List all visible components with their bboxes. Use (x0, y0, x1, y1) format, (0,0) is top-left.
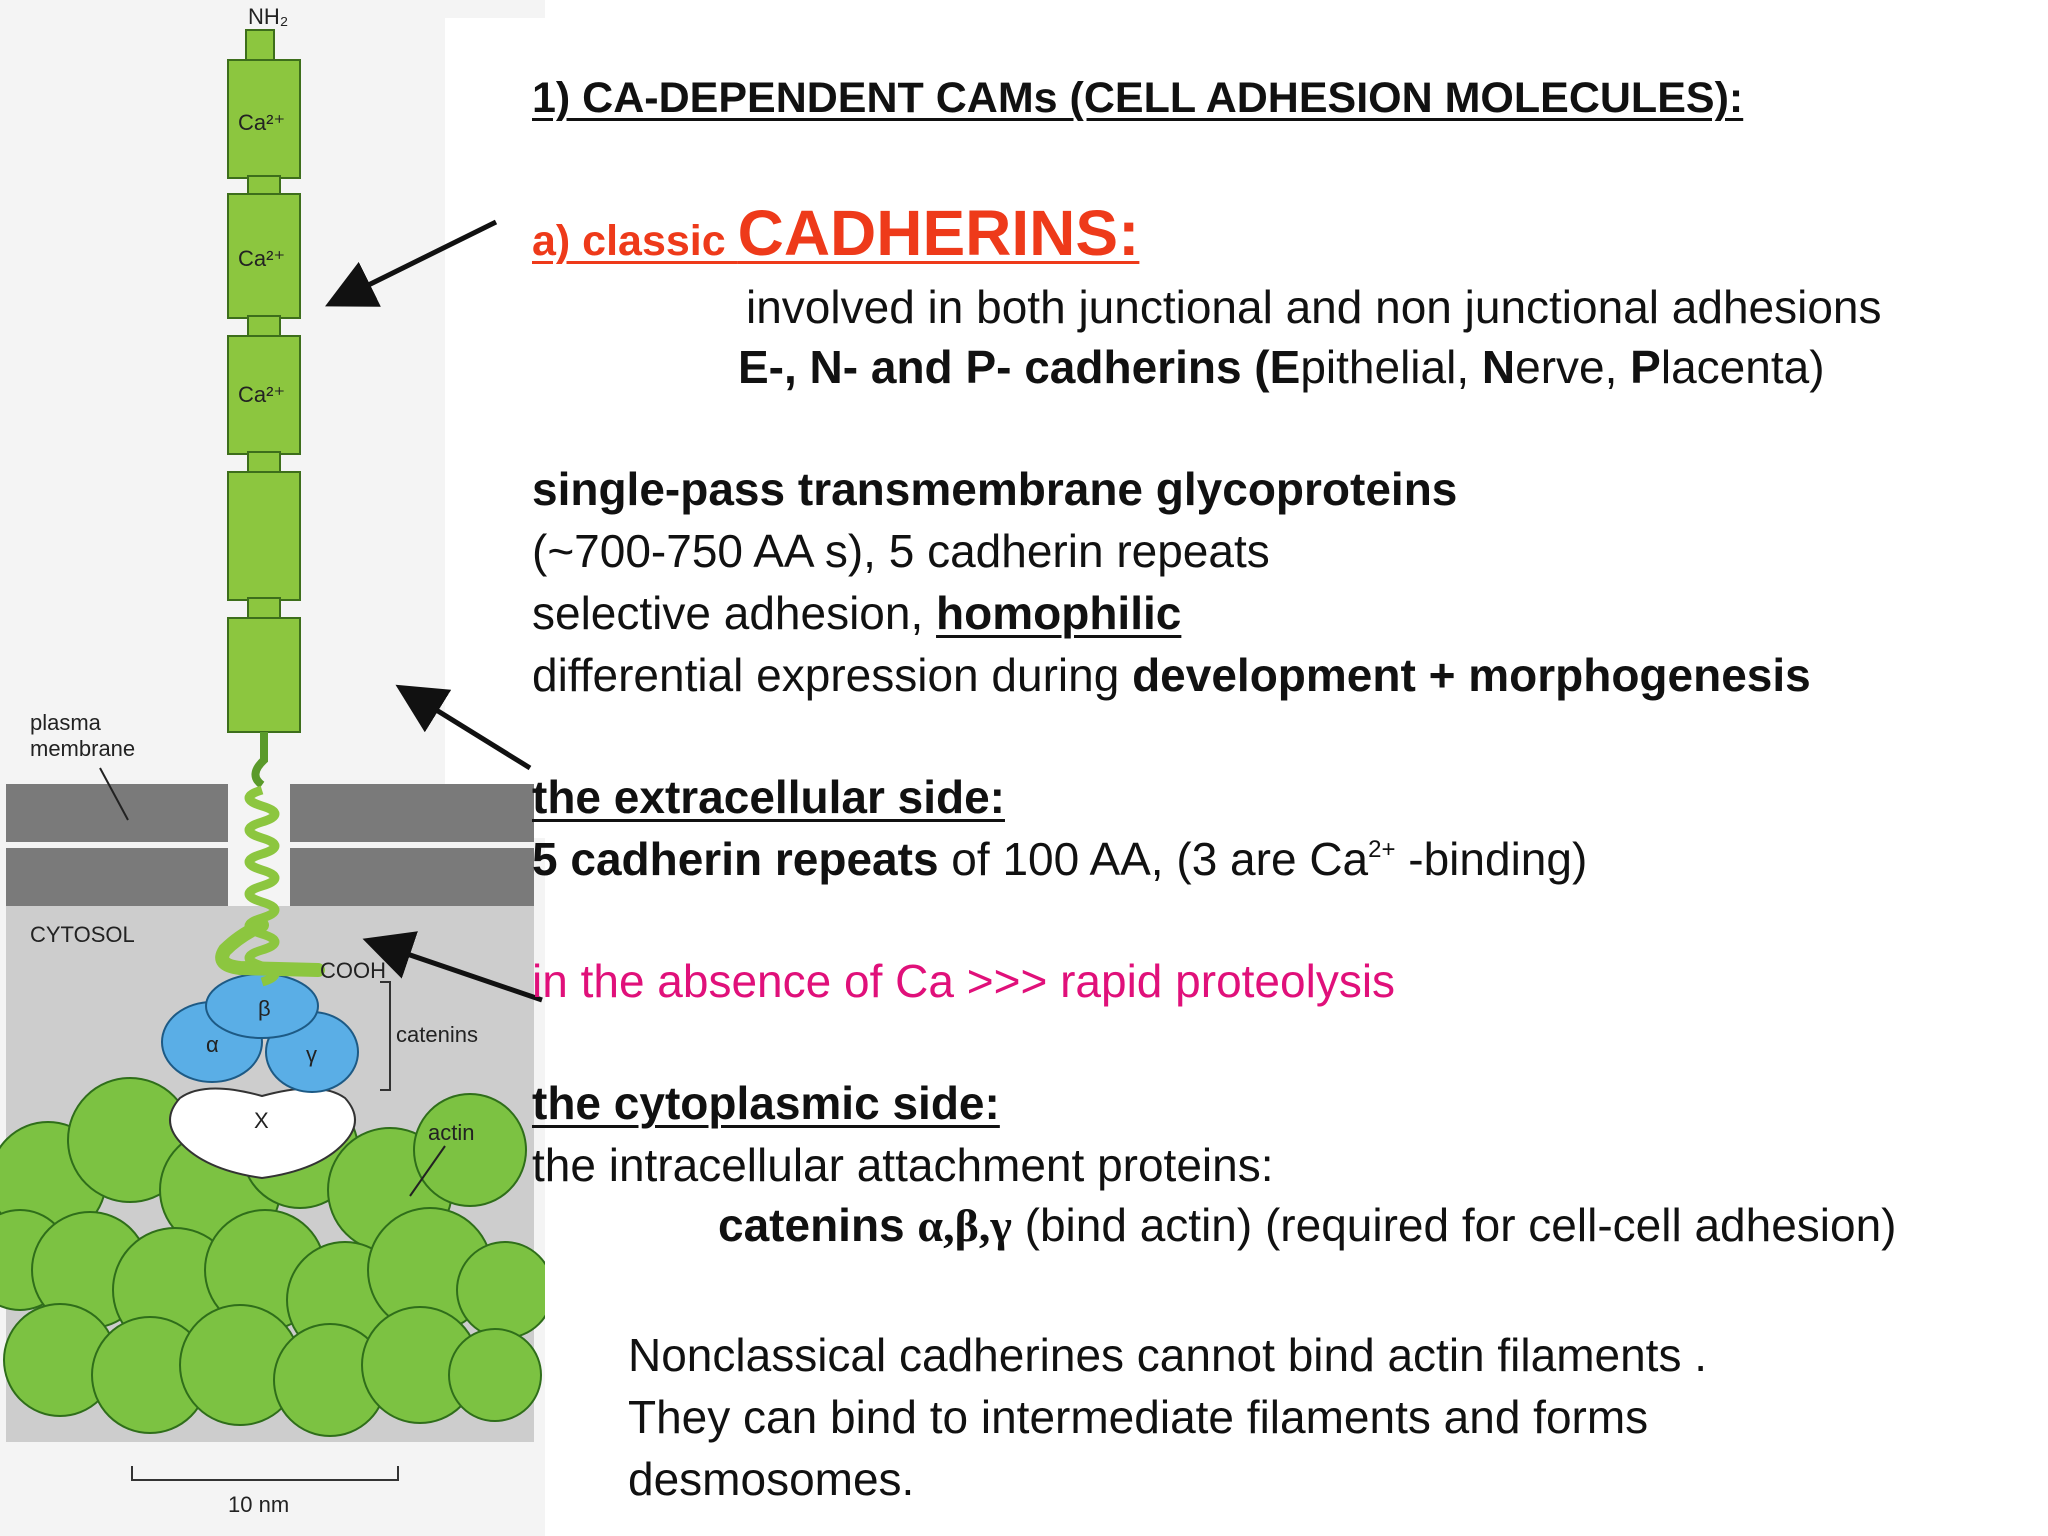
intracellular-text: the intracellular attachment proteins: (532, 1139, 1274, 1191)
ca-label-3: Ca²⁺ (238, 382, 285, 407)
nonclassical-line-3: desmosomes. (628, 1453, 915, 1505)
proteolysis-text: in the absence of Ca >>> rapid proteolys… (532, 955, 1396, 1007)
pointer-arrows (325, 219, 543, 1003)
catenins-label: catenins (396, 1022, 478, 1047)
cadherins-title: CADHERINS: (737, 197, 1140, 269)
nonclassical-line-2: They can bind to intermediate filaments … (628, 1391, 1649, 1443)
cytosol-label: CYTOSOL (30, 922, 135, 947)
single-pass-text: single-pass transmembrane glycoproteins (532, 463, 1458, 515)
cytoplasmic-heading: the cytoplasmic side: (532, 1077, 1000, 1129)
catenins-text: catenins α,β,γ (bind actin) (required fo… (718, 1199, 1897, 1251)
cadherin-repeat-5 (227, 617, 301, 733)
differential-text: differential expression during developme… (532, 649, 1811, 701)
scale-bar (131, 1466, 399, 1481)
catenin-complex (161, 973, 359, 1093)
membrane-outer-left (6, 784, 228, 842)
nh2-label: NH₂ (248, 4, 288, 29)
cadherin-repeat-1 (227, 59, 301, 179)
gamma-label: γ (306, 1042, 317, 1067)
transmembrane-helix (244, 785, 280, 987)
cadherin-protein (227, 29, 301, 789)
selective-text: selective adhesion, homophilic (532, 587, 1182, 639)
slide-heading: 1) CA-DEPENDENT CAMs (CELL ADHESION MOLE… (532, 74, 1744, 122)
ca-label-2: Ca²⁺ (238, 246, 285, 271)
nonclassical-line-1: Nonclassical cadherines cannot bind acti… (628, 1329, 1708, 1381)
ca-label-1: Ca²⁺ (238, 110, 285, 135)
cadherin-diagram: NH₂ Ca²⁺ Ca²⁺ Ca²⁺ plasma membrane CYTOS… (0, 0, 545, 1536)
cadherin-types: E-, N- and P- cadherins (Epithelial, Ner… (738, 341, 1825, 393)
extracellular-heading: the extracellular side: (532, 771, 1005, 823)
plasma-membrane-label-2: membrane (30, 736, 135, 761)
classic-label: a) classic (532, 217, 738, 265)
membrane-inner-left (6, 848, 228, 906)
x-protein (169, 1087, 356, 1180)
slide-white-area (445, 18, 545, 838)
membrane-inner-right (290, 848, 534, 906)
x-label: X (254, 1108, 269, 1133)
arrow-to-extracellular-domain (395, 684, 532, 771)
actin-leader (409, 1145, 446, 1197)
arrow-to-ca-domain (325, 219, 498, 307)
aa-text: (~700-750 AA s), 5 cadherin repeats (532, 525, 1270, 577)
arrow-to-cytoplasmic-tail (362, 931, 543, 1003)
plasma-membrane-label-1: plasma (30, 710, 102, 735)
actin-label: actin (428, 1120, 474, 1145)
plasma-membrane-leader (99, 767, 129, 821)
membrane-outer-right (290, 784, 534, 842)
alpha-label: α (206, 1032, 219, 1057)
involved-text: involved in both junctional and non junc… (746, 281, 1882, 333)
transmembrane-linker (251, 732, 268, 789)
repeats-text: 5 cadherin repeats of 100 AA, (3 are Ca2… (532, 833, 1588, 885)
beta-label: β (258, 996, 271, 1021)
scale-label: 10 nm (228, 1492, 289, 1517)
catenins-bracket (380, 981, 391, 1091)
cytoplasmic-tail (215, 918, 325, 977)
classic-cadherins-heading: a) classic CADHERINS: (532, 196, 1139, 270)
